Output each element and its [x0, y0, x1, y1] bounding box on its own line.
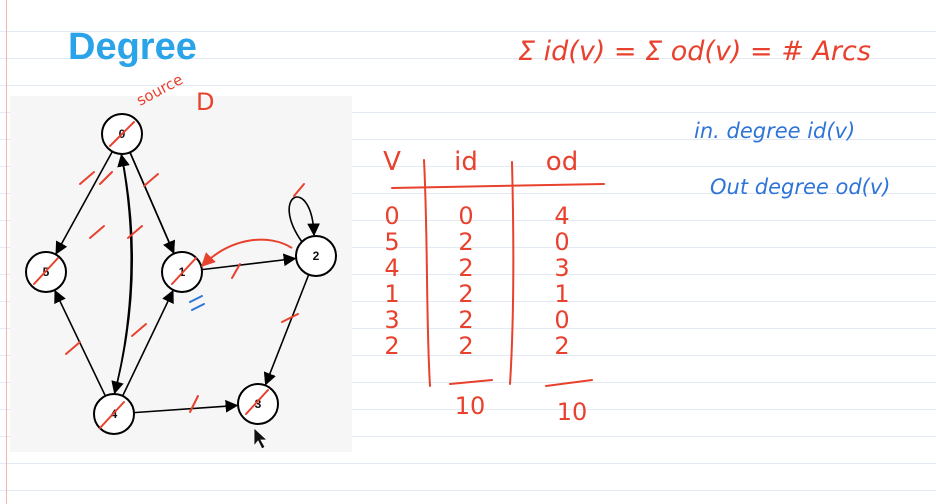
red-arrow-to-node-1	[201, 238, 293, 267]
out-degree-note: Out degree od(v)	[710, 175, 890, 199]
tick-mark	[79, 171, 95, 185]
tick-mark	[99, 171, 113, 185]
node-circle	[295, 235, 337, 277]
node-strike-marks	[33, 121, 269, 429]
node-label: 3	[255, 397, 262, 411]
tick-mark	[189, 395, 199, 413]
tick-mark	[127, 225, 143, 239]
table-header-cell: V	[383, 147, 401, 177]
table-cell: 2	[458, 254, 473, 282]
table-cell: 4	[384, 254, 399, 282]
in-degree-note: in. degree id(v)	[694, 119, 855, 143]
table-cell: 2	[458, 332, 473, 360]
graph-edge	[129, 152, 175, 254]
graph-edge	[54, 289, 107, 397]
total-underline	[545, 379, 593, 387]
graph-edges	[54, 151, 321, 414]
table-cell: 0	[554, 306, 569, 334]
source-d-mark: D	[196, 88, 214, 116]
source-label: source	[133, 70, 185, 109]
graph-node-3: 3	[237, 383, 279, 425]
blue-double-tick	[189, 295, 205, 311]
strike-mark	[109, 121, 135, 147]
graph-edge	[288, 196, 321, 243]
graph-edge	[111, 153, 134, 395]
table-total-cell: 10	[455, 392, 486, 420]
tick-mark	[65, 341, 81, 355]
margin-line	[6, 0, 7, 504]
node-circle	[237, 383, 279, 425]
graph-edge	[121, 289, 174, 397]
table-header-rule	[391, 183, 605, 189]
table-header-cell: id	[454, 147, 478, 177]
slide-title: Degree	[68, 26, 197, 68]
strike-mark	[99, 401, 125, 429]
tick-mark	[89, 225, 105, 239]
strike-mark	[171, 257, 197, 285]
table-column-divider	[509, 161, 515, 385]
table-cell: 3	[384, 306, 399, 334]
tick-mark	[131, 323, 147, 337]
table-cell: 2	[554, 332, 569, 360]
strike-mark	[245, 389, 269, 415]
table-total-cell: 10	[557, 398, 588, 426]
table-column-divider	[423, 159, 431, 387]
table-cell: 3	[554, 254, 569, 282]
graph-edge	[133, 399, 239, 414]
table-header-cell: od	[546, 147, 578, 177]
edge-tick-marks	[65, 171, 305, 413]
table-cell: 5	[384, 228, 399, 256]
strike-mark	[33, 257, 59, 285]
table-cell: 2	[458, 306, 473, 334]
graph-edge	[263, 274, 310, 386]
tick-mark	[281, 313, 299, 323]
node-label: 2	[313, 249, 320, 263]
graph-edge	[55, 151, 114, 255]
table-cell: 4	[554, 202, 569, 230]
table-cell: 0	[384, 202, 399, 230]
table-cell: 2	[458, 228, 473, 256]
table-cell: 2	[384, 332, 399, 360]
table-cell: 0	[458, 202, 473, 230]
tick-mark	[293, 183, 305, 197]
degree-sum-formula: Σ id(v) = Σ od(v) = # Arcs	[518, 36, 871, 67]
table-cell: 1	[554, 280, 569, 308]
tick-mark	[231, 263, 241, 279]
mouse-cursor-icon	[253, 427, 269, 450]
tick-mark	[143, 173, 159, 187]
table-cell: 0	[554, 228, 569, 256]
graph-edge	[113, 153, 133, 395]
total-underline	[449, 379, 493, 385]
graph-edge	[201, 253, 297, 271]
graph-node-2: 2	[295, 235, 337, 277]
table-cell: 2	[458, 280, 473, 308]
table-cell: 1	[384, 280, 399, 308]
